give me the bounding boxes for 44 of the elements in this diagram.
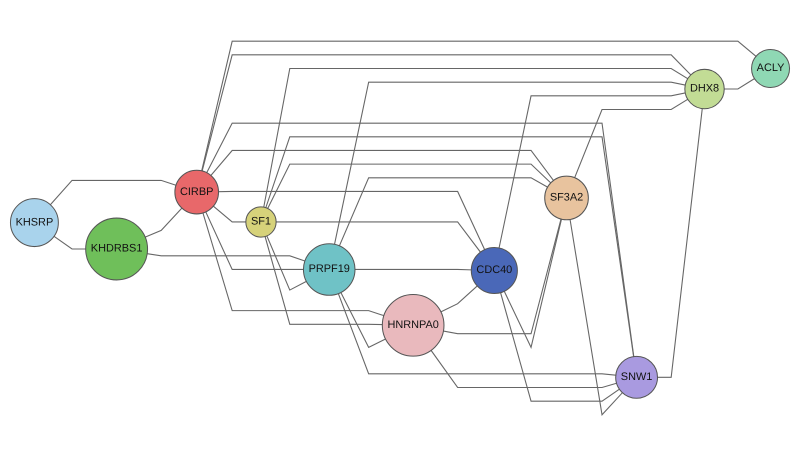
connector bbox=[430, 350, 617, 388]
connector bbox=[440, 286, 478, 312]
connector bbox=[500, 292, 620, 402]
connector bbox=[206, 122, 634, 357]
connector bbox=[144, 208, 182, 238]
connector bbox=[213, 206, 246, 223]
connector bbox=[210, 150, 554, 181]
node-circle: CIRBP bbox=[174, 170, 220, 214]
connector bbox=[54, 236, 86, 250]
node-circle: DHX8 bbox=[684, 68, 725, 110]
node-circle: SNW1 bbox=[615, 356, 658, 399]
node-circle: SF3A2 bbox=[544, 176, 589, 220]
node-circle: HNRNPA0 bbox=[382, 294, 444, 357]
connector bbox=[334, 82, 686, 244]
connector bbox=[205, 212, 304, 270]
node-circle: SF1 bbox=[245, 206, 277, 238]
connector bbox=[276, 221, 481, 252]
connector bbox=[340, 292, 386, 348]
connector bbox=[264, 236, 382, 326]
connector bbox=[265, 136, 634, 357]
connector bbox=[201, 40, 756, 171]
connector bbox=[202, 54, 692, 172]
connector bbox=[50, 180, 176, 206]
connector bbox=[658, 108, 703, 378]
connector bbox=[574, 98, 688, 178]
node-circle: ACLY bbox=[751, 49, 790, 88]
node-circle: CDC40 bbox=[470, 246, 518, 294]
node-circle: PRPF19 bbox=[302, 243, 356, 296]
connector bbox=[504, 219, 562, 350]
connector bbox=[147, 253, 306, 262]
connector bbox=[355, 268, 472, 270]
connector bbox=[570, 219, 623, 416]
connector bbox=[263, 68, 688, 208]
node-circle: KHSRP bbox=[10, 198, 59, 248]
connector bbox=[202, 212, 384, 316]
connector bbox=[267, 164, 552, 209]
connector bbox=[338, 177, 548, 246]
connector bbox=[443, 218, 562, 334]
connector bbox=[266, 236, 307, 291]
connector bbox=[338, 293, 616, 376]
node-circle: KHDRBS1 bbox=[85, 218, 148, 280]
connector bbox=[498, 92, 686, 248]
connector bbox=[218, 190, 486, 250]
connector bbox=[724, 78, 755, 90]
